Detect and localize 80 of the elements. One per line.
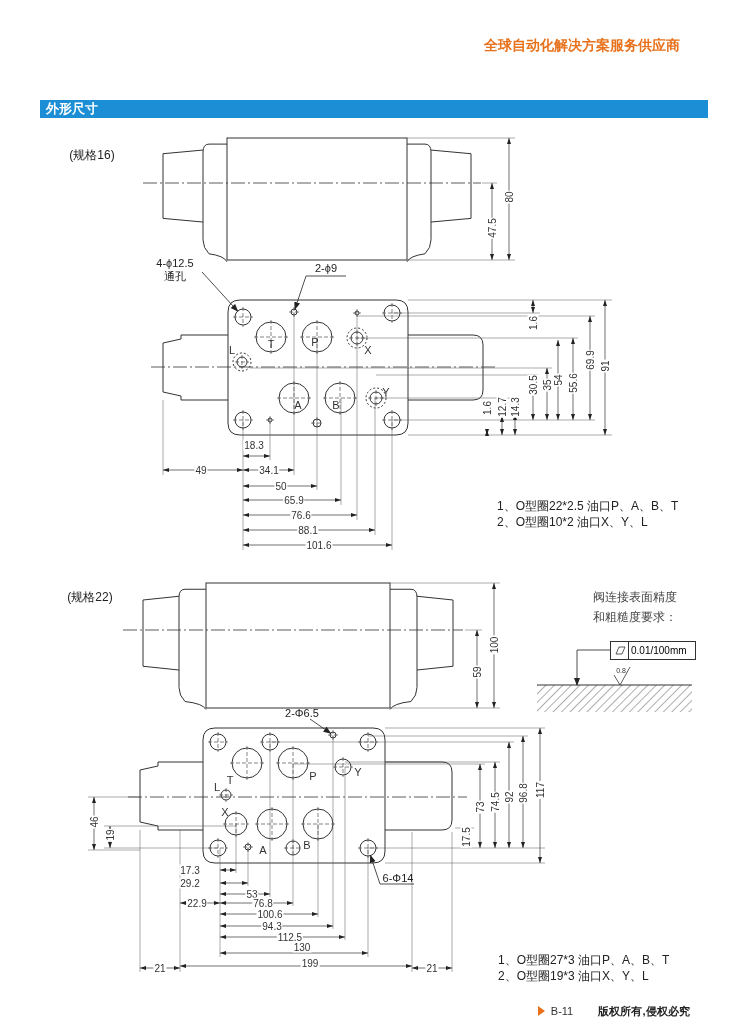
- mounting-hole: [232, 306, 254, 328]
- view-caption: (规格16): [69, 147, 115, 164]
- dimension-label: 100: [488, 635, 500, 655]
- page-number: B-11: [550, 1003, 574, 1019]
- slogan-text: 全球自动化解决方案服务供应商: [484, 35, 680, 55]
- dimension-label: 69.9: [584, 349, 596, 371]
- port-label: A: [259, 844, 267, 856]
- requirement-text: 阀连接表面精度: [593, 589, 677, 606]
- copyright-text: 版权所有,侵权必究: [598, 1003, 690, 1019]
- port-label: P: [311, 336, 319, 348]
- tolerance-frame: [610, 641, 696, 660]
- dimension-label: 117: [534, 781, 546, 799]
- dimension-label: 34.1: [258, 464, 280, 476]
- dimension-label: 21: [425, 962, 439, 974]
- port-label: P: [309, 770, 317, 782]
- port-label: X: [221, 806, 229, 818]
- dimension-label: 65.9: [283, 494, 305, 506]
- requirement-text: 和粗糙度要求：: [593, 609, 677, 626]
- note-text: 2、O型圈19*3 油口X、Y、L: [498, 968, 649, 985]
- dimension-label: 96.8: [517, 782, 529, 804]
- dimension-label: 92: [503, 790, 515, 804]
- dimension-label: 73: [474, 800, 486, 814]
- tolerance-value: 0.01/100mm: [630, 644, 687, 657]
- note-text: 1、O型圈22*2.5 油口P、A、B、T: [497, 498, 679, 515]
- dimension-label: 80: [503, 190, 515, 204]
- port-label: T: [226, 774, 234, 786]
- dimension-label: 50: [274, 480, 288, 492]
- dimension-label: 46: [88, 815, 100, 829]
- port-label: Y: [354, 766, 362, 778]
- dimension-label: 59: [471, 665, 483, 679]
- port-label: X: [364, 344, 372, 356]
- mounting-hole: [288, 306, 300, 318]
- dimension-label: 101.6: [305, 539, 333, 551]
- port-label: T: [267, 338, 275, 350]
- dimension-label: 49: [194, 464, 208, 476]
- dimension-label: 53: [245, 888, 259, 900]
- dimension-label: 18.3: [243, 439, 265, 451]
- dimension-label: 14.3: [509, 396, 521, 418]
- dimension-label: 1.6: [481, 400, 493, 416]
- mounting-hole: [327, 729, 339, 741]
- dimension-label: 22.9: [186, 897, 208, 909]
- leader-label: 6-Φ14: [382, 872, 414, 885]
- dimension-label: 12.7: [496, 396, 508, 418]
- leader-label: 4-ϕ12.5: [156, 257, 194, 270]
- dimension-label: 112.5: [276, 931, 304, 943]
- dimension-label: 21: [153, 962, 167, 974]
- port-label: B: [332, 399, 340, 411]
- dimension-label: 17.5: [460, 826, 472, 848]
- dimension-label: 54: [552, 373, 564, 387]
- dimension-label: 55.6: [567, 372, 579, 394]
- leader-label: 2-Φ6.5: [285, 707, 319, 720]
- dimension-label: 29.2: [179, 877, 201, 889]
- leader-label: 2-ϕ9: [314, 262, 338, 275]
- note-text: 1、O型圈27*3 油口P、A、B、T: [498, 952, 670, 969]
- dimension-label: 19: [104, 828, 116, 842]
- port-label: Y: [382, 386, 390, 398]
- dimension-label: 47.5: [486, 217, 498, 239]
- view-caption: (规格22): [67, 589, 113, 606]
- dimension-label: 88.1: [297, 524, 319, 536]
- dimension-label: 76.6: [290, 509, 312, 521]
- port-label: B: [303, 839, 311, 851]
- dimension-label: 100.6: [256, 908, 284, 920]
- dimension-label: 94.3: [261, 920, 283, 932]
- dimension-label: 76.8: [252, 897, 274, 909]
- leader-note: 通孔: [164, 270, 186, 283]
- dimension-label: 91: [599, 359, 611, 373]
- dimension-label: 1.6: [527, 315, 539, 331]
- hatched-surface: [536, 684, 693, 712]
- mounting-hole: [357, 837, 379, 859]
- dimension-label: 130: [292, 941, 312, 953]
- dimension-label: 17.3: [179, 864, 201, 876]
- note-text: 2、O型圈10*2 油口X、Y、L: [497, 514, 648, 531]
- port-label: L: [228, 344, 236, 356]
- dimension-label: 74.5: [489, 791, 501, 813]
- port-label: L: [213, 781, 221, 793]
- section-header-bar: 外形尺寸: [40, 100, 708, 118]
- dimension-label: 30.5: [527, 374, 539, 396]
- dimension-label: 199: [300, 957, 320, 969]
- dimension-label: 35: [541, 378, 553, 392]
- port-label: A: [294, 399, 302, 411]
